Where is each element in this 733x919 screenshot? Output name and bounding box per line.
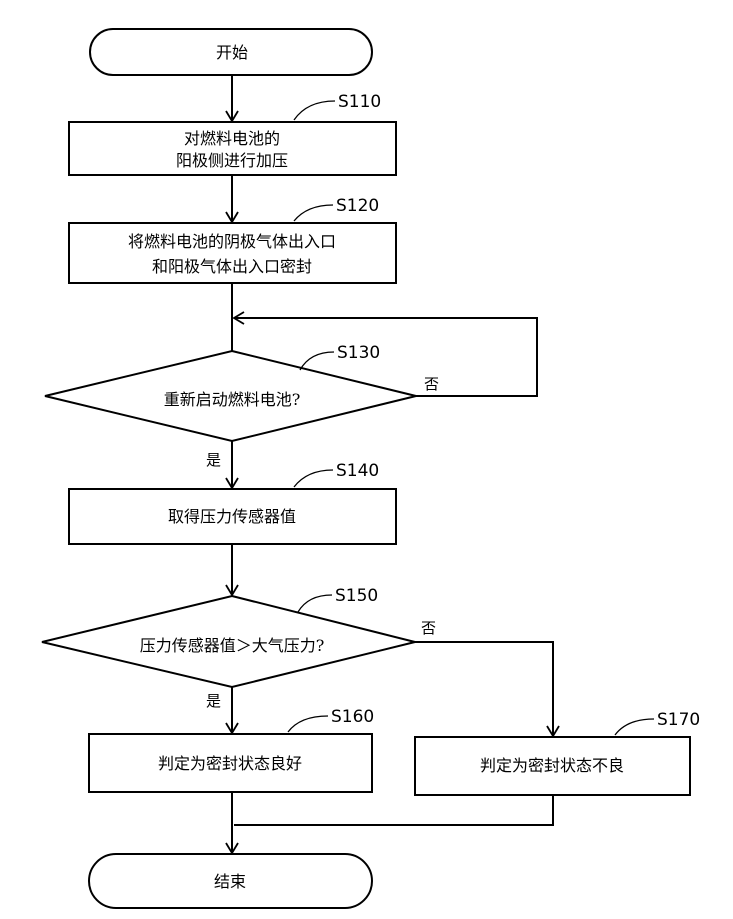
node-s140-text: 取得压力传感器值 <box>168 507 296 526</box>
node-s120-text-2: 和阳极气体出入口密封 <box>152 257 312 276</box>
edge-label-s150-no: 否 <box>421 619 436 637</box>
step-label-s170: S170 <box>657 710 700 730</box>
node-s170: 判定为密封状态不良 S170 <box>415 710 700 795</box>
step-callout-s150 <box>298 595 332 612</box>
node-end-text: 结束 <box>214 872 246 891</box>
node-start: 开始 <box>90 29 372 75</box>
step-callout-s110 <box>294 101 335 120</box>
edge-label-s130-yes: 是 <box>206 451 221 469</box>
node-s150-text: 压力传感器值＞大气压力? <box>140 636 325 655</box>
edge-s170-end <box>234 795 553 825</box>
step-callout-s120 <box>294 205 333 221</box>
node-s160-text: 判定为密封状态良好 <box>158 754 302 773</box>
step-label-s150: S150 <box>335 586 378 606</box>
node-end: 结束 <box>89 854 372 908</box>
node-s170-text: 判定为密封状态不良 <box>480 756 624 775</box>
step-label-s140: S140 <box>336 461 379 481</box>
edge-label-s150-yes: 是 <box>206 692 221 710</box>
node-s110-text-2: 阳极侧进行加压 <box>176 151 288 170</box>
edge-label-s130-no: 否 <box>424 375 439 393</box>
edge-s150-s170 <box>415 642 553 736</box>
node-s120-text-1: 将燃料电池的阴极气体出入口 <box>128 232 336 251</box>
step-label-s110: S110 <box>338 92 381 112</box>
step-label-s130: S130 <box>337 343 380 363</box>
node-s130: 重新启动燃料电池? S130 <box>45 343 416 441</box>
node-start-text: 开始 <box>216 43 248 62</box>
step-callout-s140 <box>294 470 333 487</box>
step-label-s160: S160 <box>331 707 374 727</box>
step-callout-s130 <box>300 352 334 370</box>
step-callout-s160 <box>288 716 328 732</box>
node-s110-text-1: 对燃料电池的 <box>184 129 280 148</box>
step-callout-s170 <box>615 719 654 735</box>
node-s130-text: 重新启动燃料电池? <box>164 390 301 409</box>
step-label-s120: S120 <box>336 196 379 216</box>
node-s150: 压力传感器值＞大气压力? S150 <box>42 586 415 687</box>
